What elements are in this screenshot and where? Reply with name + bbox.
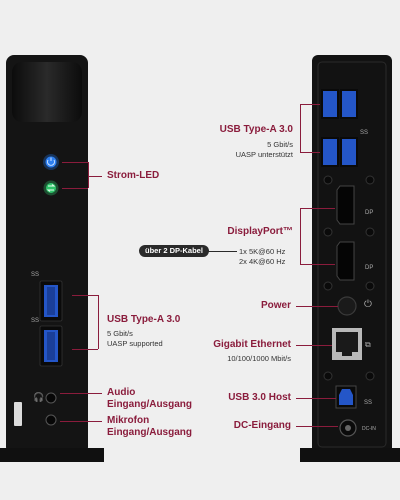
audio-label-line2: Eingang/Ausgang [107,399,192,410]
front-ss-mark-2: SS [31,318,40,324]
network-icon: ⧉ [365,340,371,349]
strom-led-label: Strom-LED [107,170,160,181]
right-usb-title: USB Type-A 3.0 [219,124,293,135]
ethernet-title: Gigabit Ethernet [213,339,291,350]
front-usb-port-2 [39,325,63,367]
dp-5k-spec: 1x 5K@60 Hz [239,247,286,256]
front-usb-port-1 [39,280,63,322]
dc-in-mark: DC-IN [362,426,376,432]
dp-cable-pill: über 2 DP-Kabel [139,245,209,257]
power-symbol-icon: ⏻ [364,299,372,310]
ethernet-speed: 10/100/1000 Mbit/s [227,354,291,363]
back-dp-mark-2: DP [365,265,374,271]
back-ss-mark-1: SS [360,130,369,136]
back-dp-mark-1: DP [365,210,374,216]
audio-jack [45,392,57,404]
right-usb-uasp: UASP unterstützt [235,150,293,159]
ethernet-port [332,328,362,360]
displayport-1 [336,185,355,225]
power-led-icon [43,154,59,170]
displayport-2 [336,241,355,281]
dc-input-label: DC-Eingang [233,420,291,431]
back-usb-port-group-2 [321,137,358,167]
usb-host-port [335,385,357,409]
usb-host-label: USB 3.0 Host [228,392,291,403]
front-ss-mark-1: SS [31,272,40,278]
status-led-icon [43,180,59,196]
displayport-title: DisplayPort™ [227,226,293,237]
mic-label-line2: Eingang/Ausgang [107,427,192,438]
left-usb-uasp: UASP supported [107,339,163,348]
right-usb-speed: 5 Gbit/s [267,140,293,149]
dock-back-device [300,55,400,462]
audio-label-line1: Audio [107,387,136,398]
power-label: Power [260,300,291,311]
mic-jack [45,414,57,426]
dp-4k-spec: 2x 4K@60 Hz [239,257,286,266]
dock-front-device [0,55,104,462]
mic-label-line1: Mikrofon [107,415,150,426]
left-usb-title: USB Type-A 3.0 [107,314,181,325]
back-ss-mark-2: SS [364,400,373,406]
power-button [337,296,357,316]
back-usb-port-group-1 [321,89,358,119]
left-usb-speed: 5 Gbit/s [107,329,133,338]
headphone-icon: 🎧 [33,392,45,402]
